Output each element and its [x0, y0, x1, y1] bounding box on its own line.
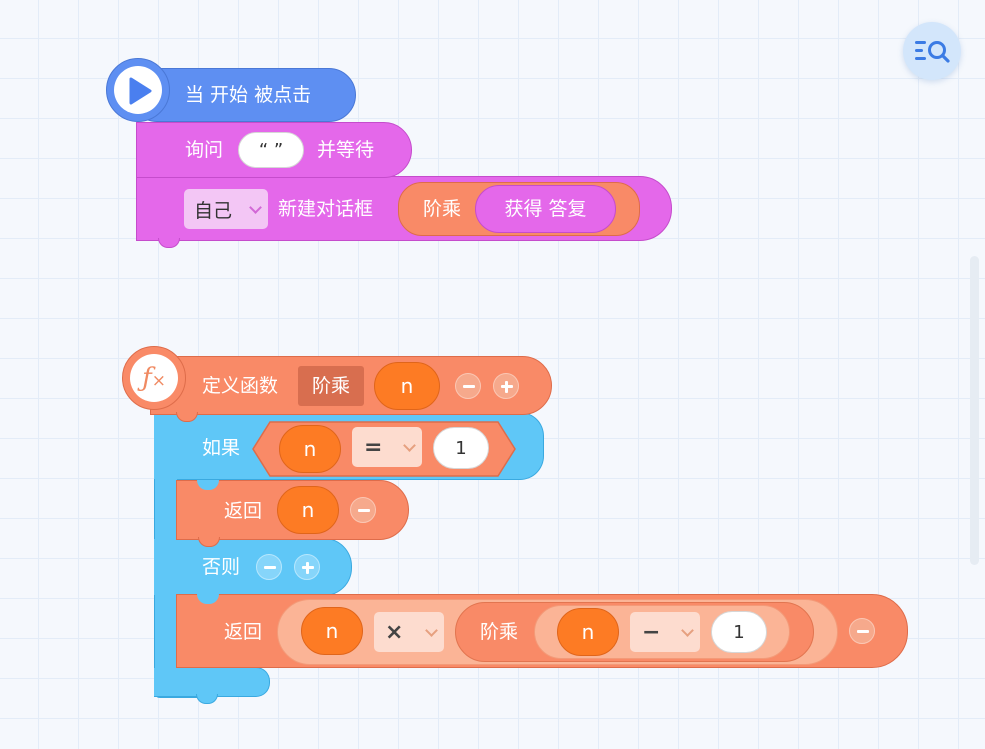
multiply-var-n[interactable]: n	[301, 607, 363, 655]
block-bottom-notch	[158, 238, 180, 248]
chevron-down-icon	[249, 201, 262, 214]
get-answer-label: 获得 答复	[504, 197, 587, 220]
param-n-label: n	[400, 374, 414, 398]
compare-operator-dropdown[interactable]: =	[352, 427, 422, 467]
function-name-value: 阶乘	[311, 374, 350, 397]
chevron-down-icon	[403, 439, 416, 452]
ask-text-value: “ ”	[258, 139, 284, 161]
multiply-var-n-label: n	[325, 619, 339, 643]
return-1-label: 返回	[224, 500, 263, 522]
function-name-field[interactable]: 阶乘	[298, 366, 364, 406]
play-icon[interactable]	[106, 58, 170, 122]
define-label: 定义函数	[202, 375, 279, 397]
subtract-operator-dropdown[interactable]: −	[630, 612, 700, 652]
ask-label: 询问	[185, 139, 224, 161]
return-1-var-n[interactable]: n	[277, 486, 339, 534]
block-top-notch	[197, 594, 219, 604]
if-var-n-label: n	[303, 437, 317, 461]
return-2-label: 返回	[224, 621, 263, 643]
add-else-if-button[interactable]	[294, 554, 320, 580]
function-icon: ƒ×	[122, 346, 186, 410]
chevron-down-icon	[425, 624, 438, 637]
factorial-recursive-label: 阶乘	[480, 620, 519, 643]
else-label: 否则	[202, 556, 241, 578]
sprite-dropdown-value: 自己	[194, 199, 233, 222]
multiply-operator-dropdown[interactable]: ×	[374, 612, 444, 652]
control-spine	[155, 413, 177, 696]
get-answer-reporter[interactable]: 获得 答复	[475, 185, 616, 233]
remove-return-value-button[interactable]	[849, 618, 875, 644]
param-n-reporter[interactable]: n	[374, 362, 440, 410]
compare-operator-value: =	[364, 434, 383, 460]
vertical-scrollbar[interactable]	[970, 256, 979, 565]
subtract-value: 1	[733, 621, 745, 643]
subtract-operator-value: −	[642, 619, 661, 645]
block-bottom-notch	[196, 694, 218, 704]
multiply-operator-value: ×	[385, 619, 404, 645]
ask-wait-label: 并等待	[317, 139, 375, 161]
ask-text-input[interactable]: “ ”	[238, 132, 304, 168]
if-value: 1	[455, 437, 467, 459]
return-1-var-n-label: n	[301, 498, 315, 522]
add-param-button[interactable]	[493, 373, 519, 399]
if-value-input[interactable]: 1	[433, 427, 489, 469]
subtract-var-n[interactable]: n	[557, 608, 619, 656]
if-label: 如果	[202, 437, 241, 459]
hat-label: 当 开始 被点击	[185, 84, 312, 106]
else-arm	[154, 538, 352, 596]
new-dialog-label: 新建对话框	[278, 198, 374, 220]
block-search-button[interactable]	[903, 22, 961, 80]
factorial-call-label: 阶乘	[423, 197, 462, 220]
chevron-down-icon	[681, 624, 694, 637]
sprite-dropdown[interactable]: 自己	[184, 189, 268, 229]
subtract-var-n-label: n	[581, 620, 595, 644]
if-var-n-reporter[interactable]: n	[279, 425, 341, 473]
subtract-value-input[interactable]: 1	[711, 611, 767, 653]
search-list-icon	[915, 41, 950, 63]
remove-else-button[interactable]	[256, 554, 282, 580]
remove-return-value-button[interactable]	[350, 497, 376, 523]
remove-param-button[interactable]	[455, 373, 481, 399]
block-top-notch	[197, 480, 219, 490]
